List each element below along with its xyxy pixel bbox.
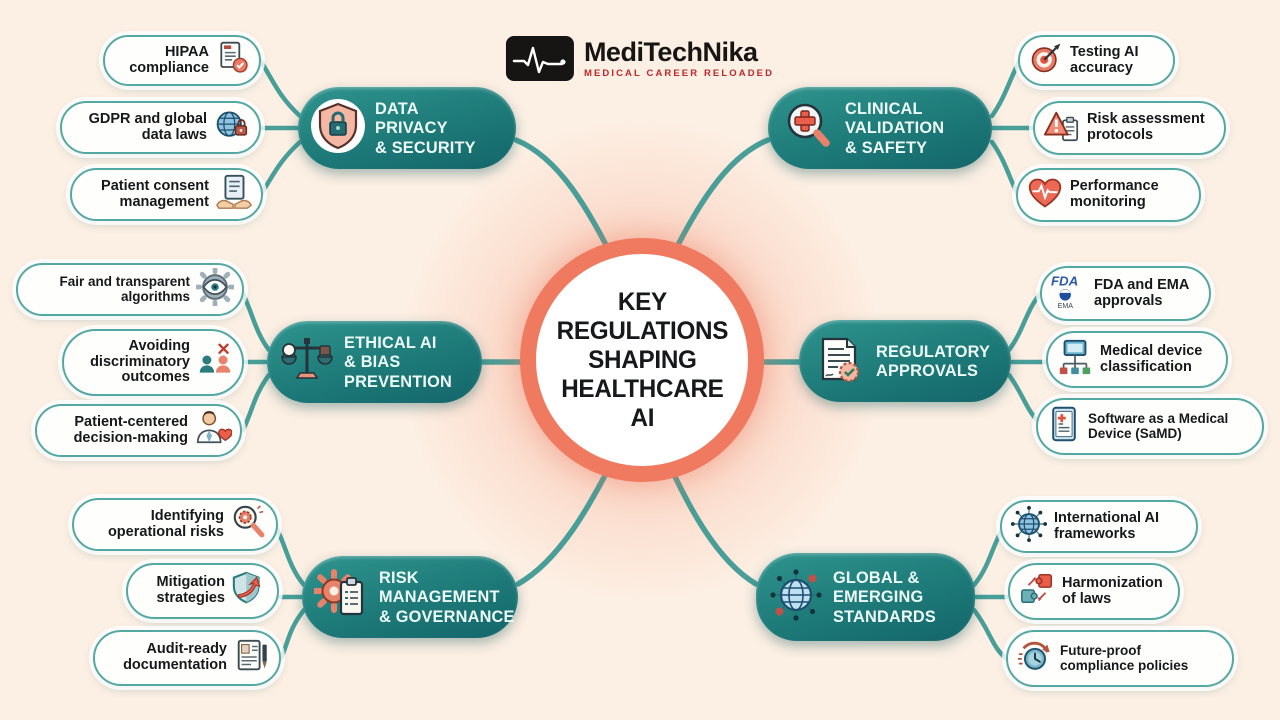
item-risk-assessment-protocols: Risk assessment protocols bbox=[1033, 101, 1226, 155]
branch-regulatory-approvals: REGULATORY APPROVALS bbox=[799, 320, 1011, 402]
item-label: FDA and EMA approvals bbox=[1094, 276, 1190, 309]
branch-data-privacy-security: DATA PRIVACY & SECURITY bbox=[298, 87, 516, 169]
branch-label: DATA PRIVACY & SECURITY bbox=[375, 99, 476, 157]
device-classification-icon bbox=[1056, 338, 1094, 381]
item-label: Identifying operational risks bbox=[107, 507, 224, 540]
item-label: International AI frameworks bbox=[1054, 509, 1159, 542]
puzzle-pieces-icon bbox=[1018, 570, 1056, 613]
branch-label: CLINICAL VALIDATION & SAFETY bbox=[845, 99, 945, 157]
globe-nodes-icon bbox=[1010, 505, 1048, 548]
item-fair-transparent-algorithms: Fair and transparent algorithms bbox=[16, 263, 244, 316]
magnifier-risk-icon bbox=[230, 503, 268, 546]
ecg-logo-icon bbox=[505, 36, 574, 81]
item-label: Audit-ready documentation bbox=[123, 641, 227, 673]
item-future-proof-compliance-policies: Future-proof compliance policies bbox=[1006, 630, 1234, 687]
brand-tagline: MEDICAL CAREER RELOADED bbox=[583, 67, 775, 79]
item-label: Testing AI accuracy bbox=[1070, 43, 1139, 76]
item-label: Patient consent management bbox=[101, 177, 209, 210]
globe-network-icon bbox=[768, 567, 824, 628]
item-label: Patient-centered decision-making bbox=[73, 413, 188, 446]
hands-document-icon bbox=[215, 173, 253, 216]
central-topic-title: KEY REGULATIONS SHAPING HEALTHCARE AI bbox=[556, 287, 728, 432]
target-dart-icon bbox=[1028, 40, 1064, 81]
item-testing-ai-accuracy: Testing AI accuracy bbox=[1018, 35, 1175, 86]
item-label: Mitigation strategies bbox=[156, 574, 225, 606]
heart-pulse-icon bbox=[1026, 175, 1064, 216]
fda-ema-logos-icon: FDA EMA bbox=[1050, 272, 1088, 315]
document-pen-icon bbox=[233, 637, 271, 680]
item-performance-monitoring: Performance monitoring bbox=[1016, 168, 1201, 222]
tablet-medical-icon bbox=[1046, 405, 1082, 448]
item-medical-device-classification: Medical device classification bbox=[1046, 331, 1228, 388]
branch-ethical-ai-bias-prevention: ETHICAL AI & BIAS PREVENTION bbox=[267, 321, 482, 403]
item-label: Performance monitoring bbox=[1070, 178, 1159, 210]
gear-clipboard-icon bbox=[312, 567, 370, 628]
doctor-heart-icon bbox=[194, 409, 233, 452]
item-patient-consent: Patient consent management bbox=[70, 168, 263, 221]
globe-lock-icon bbox=[213, 107, 251, 148]
central-topic-node: KEY REGULATIONS SHAPING HEALTHCARE AI bbox=[520, 238, 764, 482]
clock-refresh-icon bbox=[1016, 637, 1054, 680]
balance-scales-icon bbox=[279, 332, 335, 393]
item-audit-ready-documentation: Audit-ready documentation bbox=[93, 630, 281, 686]
item-avoiding-discriminatory-outcomes: Avoiding discriminatory outcomes bbox=[62, 329, 244, 396]
brand-name: MediTechNika bbox=[583, 36, 758, 67]
warning-clipboard-icon bbox=[1043, 107, 1081, 150]
item-mitigation-strategies: Mitigation strategies bbox=[126, 563, 279, 619]
item-identifying-operational-risks: Identifying operational risks bbox=[72, 498, 278, 551]
item-label: Harmonization of laws bbox=[1062, 574, 1163, 607]
document-check-icon bbox=[215, 40, 251, 81]
branch-risk-management-governance: RISK MANAGEMENT & GOVERNANCE bbox=[302, 556, 518, 638]
branch-label: REGULATORY APPROVALS bbox=[876, 341, 991, 380]
item-label: GDPR and global data laws bbox=[88, 110, 207, 143]
item-international-ai-frameworks: International AI frameworks bbox=[1000, 500, 1198, 553]
item-label: Risk assessment protocols bbox=[1087, 111, 1205, 143]
item-software-as-medical-device: Software as a Medical Device (SaMD) bbox=[1036, 398, 1264, 455]
item-label: HIPAA compliance bbox=[129, 43, 209, 76]
medical-cross-magnifier-icon bbox=[780, 98, 836, 159]
branch-label: RISK MANAGEMENT & GOVERNANCE bbox=[379, 568, 515, 626]
item-label: Fair and transparent algorithms bbox=[59, 273, 190, 304]
item-fda-ema-approvals: FDA EMA FDA and EMA approvals bbox=[1040, 266, 1211, 321]
branch-global-emerging-standards: GLOBAL & EMERGING STANDARDS bbox=[756, 553, 975, 641]
item-gdpr-data-laws: GDPR and global data laws bbox=[60, 101, 261, 154]
svg-text:EMA: EMA bbox=[1058, 302, 1074, 310]
document-seal-icon bbox=[811, 331, 867, 392]
item-patient-centered-decision-making: Patient-centered decision-making bbox=[35, 404, 242, 457]
shield-arrow-icon bbox=[231, 570, 269, 613]
branch-label: ETHICAL AI & BIAS PREVENTION bbox=[344, 333, 453, 391]
svg-text:FDA: FDA bbox=[1051, 273, 1078, 288]
gear-eye-icon bbox=[194, 266, 236, 311]
item-label: Software as a Medical Device (SaMD) bbox=[1088, 410, 1229, 441]
item-label: Medical device classification bbox=[1100, 342, 1203, 375]
item-label: Future-proof compliance policies bbox=[1060, 642, 1189, 673]
brand-text: MediTechNika MEDICAL CAREER RELOADED bbox=[583, 36, 775, 79]
brand-logo: MediTechNika MEDICAL CAREER RELOADED bbox=[505, 36, 775, 81]
people-crossed-icon bbox=[196, 342, 234, 383]
item-hipaa-compliance: HIPAA compliance bbox=[103, 35, 261, 86]
item-label: Avoiding discriminatory outcomes bbox=[90, 337, 190, 386]
shield-lock-icon bbox=[310, 98, 366, 159]
branch-clinical-validation-safety: CLINICAL VALIDATION & SAFETY bbox=[768, 87, 992, 169]
branch-label: GLOBAL & EMERGING STANDARDS bbox=[833, 568, 936, 626]
item-harmonization-of-laws: Harmonization of laws bbox=[1008, 563, 1180, 620]
